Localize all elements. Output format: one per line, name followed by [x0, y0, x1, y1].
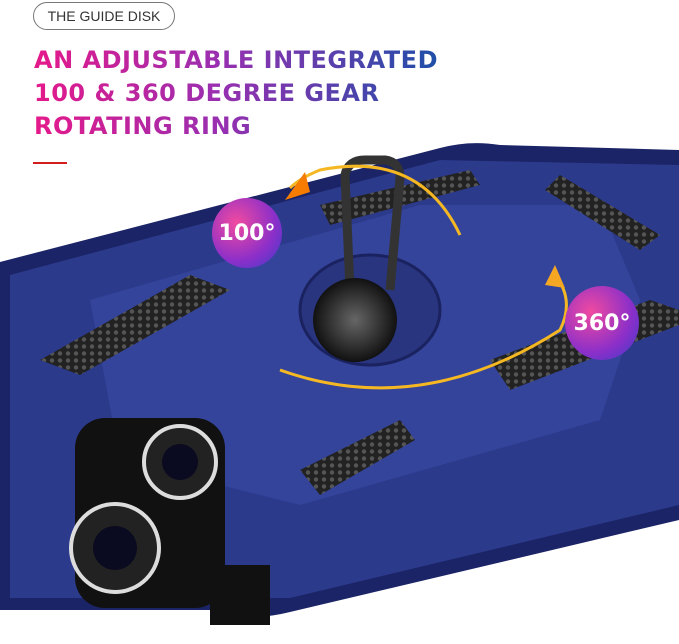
badge-100-degree: 100°	[212, 198, 282, 268]
phone-case	[0, 143, 679, 625]
badge-360-degree: 360°	[565, 286, 639, 360]
ring-disk-icon	[313, 278, 397, 362]
red-divider	[33, 162, 67, 164]
rotating-ring	[298, 155, 442, 367]
rotation-arrow-360-icon	[279, 274, 568, 390]
guide-disk-tag: THE GUIDE DISK	[33, 2, 175, 30]
